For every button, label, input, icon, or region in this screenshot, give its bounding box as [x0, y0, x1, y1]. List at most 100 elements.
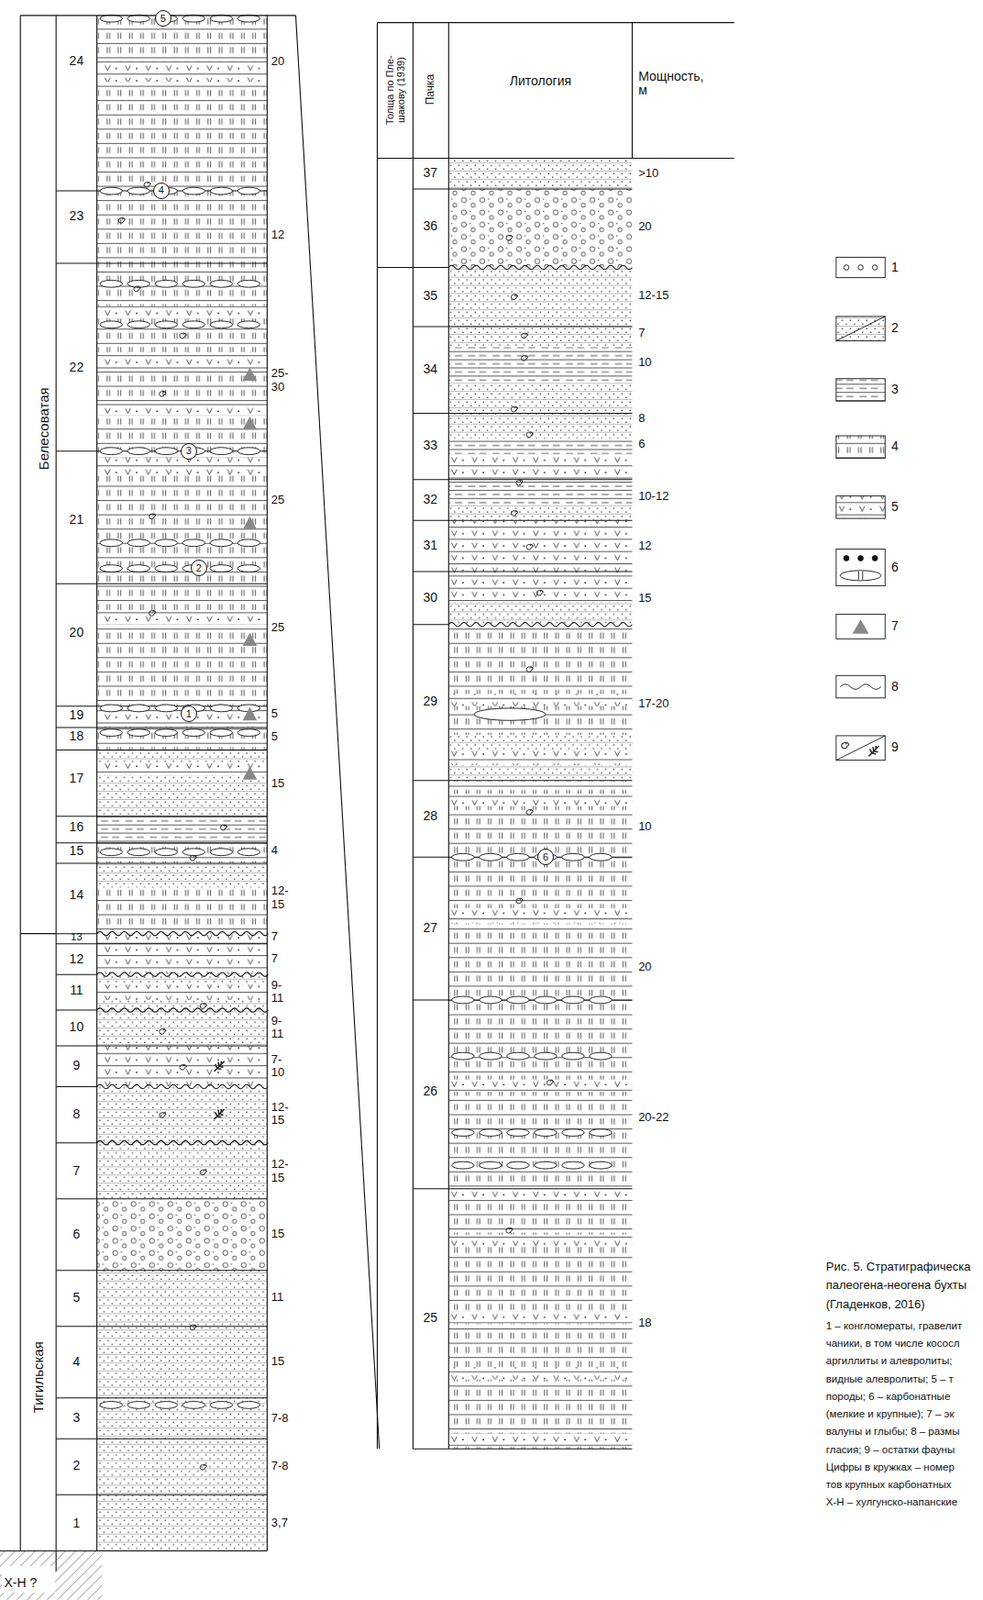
layer-boundary: [97, 727, 268, 729]
callout-number: 6: [542, 851, 549, 862]
carbonate-concretion: [99, 447, 122, 455]
carbonate-concretion: [99, 539, 122, 547]
carbonate-concretion: [182, 279, 205, 288]
caption-note: 1 – конгломераты, гравелит: [826, 1319, 962, 1332]
layer-boundary: [55, 861, 97, 863]
carbonate-concretion: [154, 320, 177, 329]
band-ground: [448, 479, 632, 506]
lithology-band: [448, 438, 632, 454]
lithology-band: [97, 973, 268, 1010]
carbonate-concretion: [182, 320, 205, 329]
unit-number: 5: [73, 1290, 81, 1304]
thickness-value: 20: [638, 960, 652, 973]
thickness-value: 5: [271, 706, 278, 720]
thickness-value: 20-22: [638, 1110, 669, 1124]
fauna-symbol: [159, 390, 166, 397]
layer-boundary: [97, 583, 268, 585]
thickness-value: 7: [638, 326, 645, 340]
flora-symbol: [214, 1060, 225, 1072]
carbonate-concretion: [127, 1401, 150, 1409]
swatch-sandstone: [836, 316, 885, 342]
band-ground: [97, 750, 268, 817]
header-cell: Литология: [509, 74, 572, 89]
layer-boundary: [55, 1493, 97, 1495]
fauna-symbol: [526, 543, 533, 550]
lithology-band: [97, 583, 268, 706]
band-ground: [97, 887, 268, 934]
band-ground: [97, 862, 268, 888]
lithology-band: [97, 750, 268, 817]
header-cell: Толща по Пле- шакову (1939): [384, 47, 407, 133]
fauna-symbol: [179, 1063, 187, 1070]
header-cell: Пачка: [424, 74, 437, 105]
layer-boundary: [412, 412, 449, 414]
lithology-band: [448, 750, 632, 766]
thickness-value: 12: [638, 539, 652, 553]
fauna-symbol: [159, 1112, 166, 1118]
carbonate-concretion: [209, 447, 232, 455]
layer-boundary: [55, 190, 97, 192]
horizon-marker: 6: [537, 848, 554, 865]
layer-boundary: [448, 326, 632, 328]
left-frame: [0, 15, 296, 1571]
thickness-value: 25: [271, 620, 285, 634]
lithology-band: [448, 453, 632, 480]
carbonate-concretion: [99, 187, 122, 195]
fauna-symbol: [118, 217, 125, 223]
lithology-band: [448, 413, 632, 440]
band-ground: [97, 762, 268, 775]
basement-hatch: [0, 1549, 102, 1599]
exotic-boulder: [242, 765, 258, 779]
fauna-symbol: [199, 1463, 207, 1469]
fauna-symbol: [526, 431, 533, 438]
band-ground: [448, 413, 632, 440]
unit-number: 20: [69, 625, 85, 640]
carbonate-concretion: [127, 320, 150, 329]
band-ground: [97, 402, 268, 415]
layer-boundary: [55, 263, 97, 265]
legend-number: 9: [891, 740, 899, 754]
layer-boundary: [412, 519, 449, 521]
callout-number: 3: [186, 445, 192, 456]
lithology-band: [97, 762, 268, 775]
lithology-band: [448, 479, 632, 506]
caption-note: видные алевролиты; 5 – т: [826, 1372, 954, 1385]
carbonate-concretion: [479, 1051, 502, 1060]
swatch-erosion: [839, 684, 881, 690]
exotic-boulder: [242, 632, 258, 646]
carbonate-concretion: [452, 1051, 475, 1060]
carbonate-concretion: [154, 1401, 177, 1409]
layer-boundary: [412, 570, 449, 572]
carbonate-concretion: [534, 1128, 557, 1137]
band-ground: [448, 907, 632, 924]
band-ground: [448, 999, 632, 1189]
layer-boundary: [97, 1493, 268, 1495]
unit-number: 2: [73, 1457, 81, 1472]
thickness-value: 10: [638, 355, 652, 369]
carbonate-concretion: [154, 279, 177, 288]
erosion-line: [97, 1007, 269, 1012]
fauna-symbol: [189, 854, 197, 861]
band-ground: [97, 1198, 268, 1271]
lithology-band: [97, 862, 268, 888]
swatch-nodule: [858, 555, 864, 562]
lithology-band: [448, 1310, 632, 1323]
legend-number: 8: [891, 679, 899, 694]
carbonate-concretion: [452, 1128, 475, 1137]
band-ground: [97, 15, 268, 191]
lithology-band: [448, 346, 632, 383]
carbonate-concretion: [99, 564, 122, 573]
lithology-band: [448, 267, 632, 327]
carbonate-concretion: [209, 728, 232, 737]
band-ground: [448, 1188, 632, 1201]
carbonate-concretion: [507, 852, 530, 861]
lithology-band: [97, 727, 268, 750]
band-ground: [97, 306, 268, 319]
fauna-symbol: [220, 824, 227, 830]
thickness-value: 7: [271, 951, 278, 965]
carbonate-concretion: [99, 320, 122, 329]
caption-line: палеогена-неогена бухты: [826, 1278, 967, 1292]
band-ground: [97, 727, 268, 750]
layer-boundary: [97, 861, 268, 863]
unit-number: 3: [73, 1410, 81, 1425]
